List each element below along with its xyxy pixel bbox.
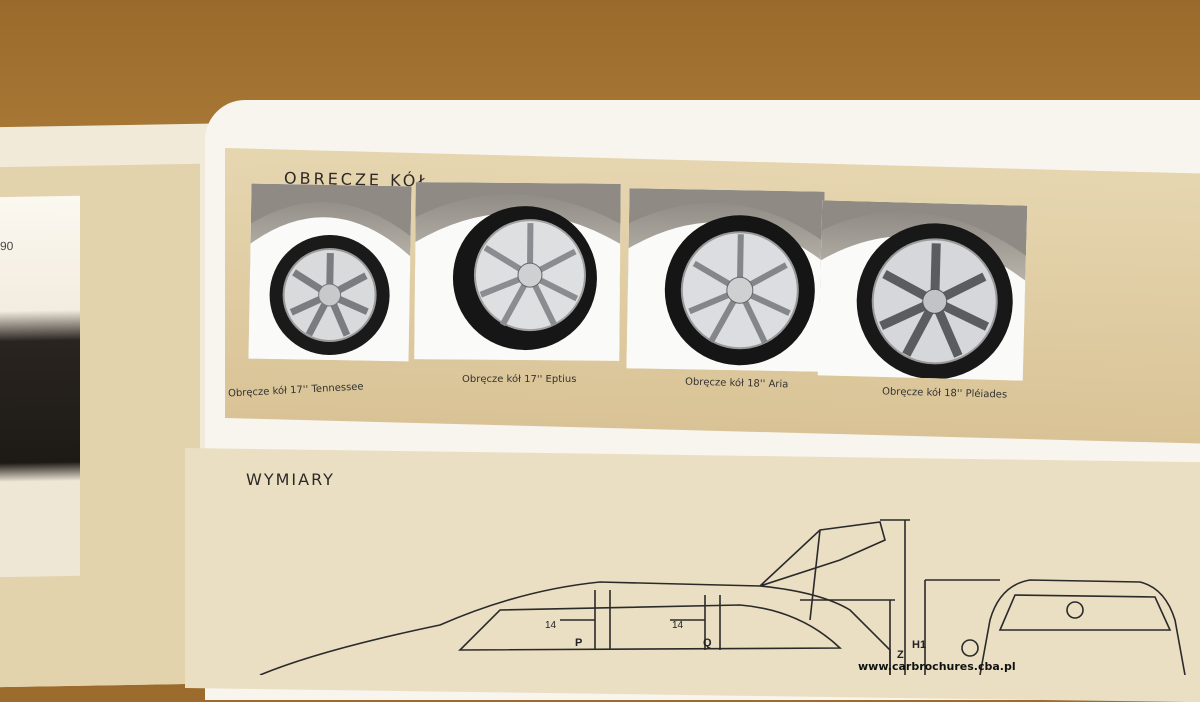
wheel-icon bbox=[818, 200, 1028, 380]
wheel-image-pleiades bbox=[818, 200, 1028, 380]
dimensions-section-title: WYMIARY bbox=[246, 470, 335, 489]
wheel-image-tennessee bbox=[248, 184, 411, 362]
wheel-image-eptius bbox=[414, 182, 621, 361]
dim-label-q: Q bbox=[703, 637, 712, 649]
dim-label-14a: 14 bbox=[545, 620, 557, 631]
dim-label-p: P bbox=[575, 637, 582, 649]
dim-label-h1: H1 bbox=[912, 639, 926, 651]
wheel-image-aria bbox=[626, 188, 824, 371]
dim-label-14b: 14 bbox=[672, 620, 684, 631]
car-dimensions-drawing: 14 14 P Q Z H1 bbox=[200, 500, 1200, 675]
left-page-photo bbox=[0, 196, 80, 577]
left-page-number: 90 bbox=[0, 239, 13, 253]
wheel-icon bbox=[626, 188, 824, 371]
watermark-text: www.carbrochures.cba.pl bbox=[858, 660, 1016, 673]
wheel-caption-eptius: Obręcze kół 17'' Eptius bbox=[462, 374, 576, 385]
wheel-icon bbox=[414, 182, 621, 361]
wheel-icon bbox=[248, 184, 411, 362]
